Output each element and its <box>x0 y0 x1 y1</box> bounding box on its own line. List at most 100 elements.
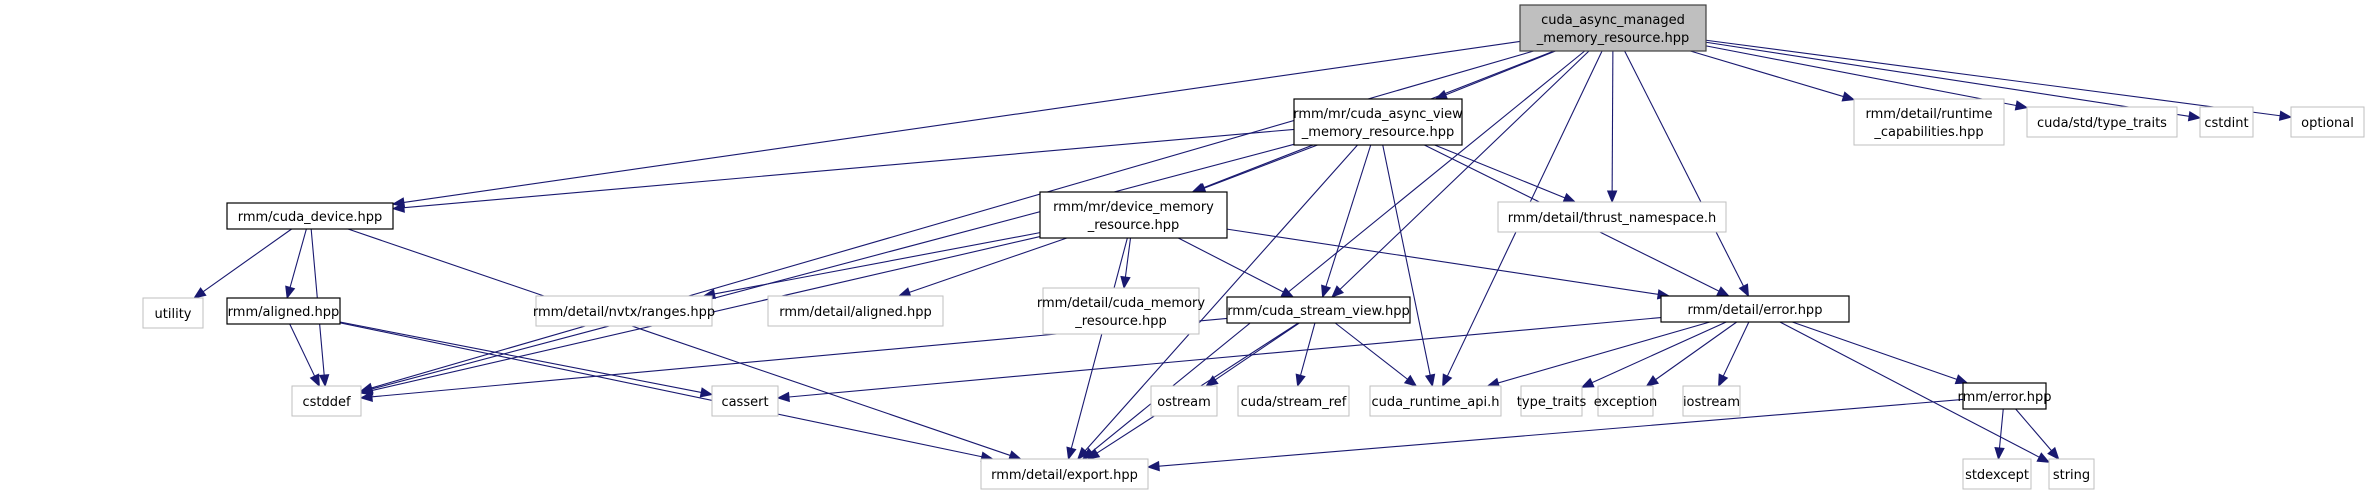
arrowhead-icon <box>1645 375 1660 387</box>
edge-line <box>339 322 982 458</box>
edge-line <box>1779 321 2040 458</box>
edge-line <box>1445 50 1556 96</box>
node-label: rmm/detail/runtime <box>1866 107 1993 122</box>
node-aligned[interactable]: rmm/aligned.hpp <box>226 297 341 325</box>
node-typetraits: type_traits <box>1517 385 1586 417</box>
node-label: rmm/detail/nvtx/ranges.hpp <box>533 305 715 320</box>
node-box <box>1520 385 1583 417</box>
node-label: rmm/detail/aligned.hpp <box>779 305 932 320</box>
node-label: cuda/stream_ref <box>1241 395 1347 410</box>
node-ostream: ostream <box>1150 385 1218 417</box>
edge-root-to-optional <box>1705 39 2293 121</box>
node-nvtx: rmm/detail/nvtx/ranges.hpp <box>533 295 715 327</box>
edge-root-to-cstdint <box>1705 41 2202 122</box>
edge-line <box>403 128 1295 209</box>
node-label: _resource.hpp <box>1074 314 1167 329</box>
edge-error-to-stdexcept <box>1994 408 2005 461</box>
arrowhead-icon <box>1331 285 1345 298</box>
arrowhead-icon <box>1295 373 1306 388</box>
node-optional: optional <box>2290 106 2365 138</box>
edge-line <box>1204 144 1318 189</box>
node-label: _memory_resource.hpp <box>1301 125 1454 140</box>
node-label: rmm/cuda_stream_view.hpp <box>1227 304 1410 319</box>
node-box <box>2048 458 2095 490</box>
node-streamref: cuda/stream_ref <box>1237 385 1350 417</box>
arrowhead-icon <box>285 285 296 300</box>
node-error[interactable]: rmm/error.hpp <box>1958 382 2052 410</box>
edge-aligned-to-export <box>339 322 994 462</box>
nodes-layer: cuda_async_managed_memory_resource.hpprm… <box>142 4 2365 490</box>
arrowhead-icon <box>1442 373 1453 388</box>
edge-line <box>1382 144 1431 376</box>
arrowhead-icon <box>1718 373 1729 388</box>
edge-root-to-rtcap <box>1690 50 1856 102</box>
edge-streamview-to-streamref <box>1295 322 1316 388</box>
edge-derror-to-exception <box>1645 321 1738 387</box>
edge-derror-to-iostream <box>1718 321 1750 388</box>
node-derror[interactable]: rmm/detail/error.hpp <box>1660 295 1850 323</box>
edge-line <box>1226 228 1659 295</box>
node-label: _resource.hpp <box>1087 218 1180 233</box>
edge-derror-to-cassert <box>776 317 1662 403</box>
arrowhead-icon <box>699 387 714 398</box>
arrowhead-icon <box>1424 373 1436 388</box>
edge-cudadev-to-utility <box>193 228 292 299</box>
edge-line <box>1792 321 1958 380</box>
node-box <box>1597 385 1654 417</box>
arrowhead-icon <box>1321 284 1332 299</box>
arrowhead-icon <box>1606 190 1618 204</box>
node-label: cuda/std/type_traits <box>2037 116 2167 131</box>
node-root[interactable]: cuda_async_managed_memory_resource.hpp <box>1519 4 1707 52</box>
node-cudadev[interactable]: rmm/cuda_device.hpp <box>226 202 394 230</box>
node-box <box>142 297 204 329</box>
node-stdexcept: stdexcept <box>1962 458 2032 490</box>
arrowhead-icon <box>2278 110 2293 121</box>
node-export: rmm/detail/export.hpp <box>980 458 1149 490</box>
node-cstddef: cstddef <box>291 385 362 417</box>
node-label: _capabilities.hpp <box>1873 125 1983 140</box>
edge-line <box>1070 237 1128 449</box>
arrowhead-icon <box>1954 374 1969 385</box>
node-label: ostream <box>1157 395 1211 410</box>
edge-line <box>1334 322 1408 380</box>
edge-aligned-to-cassert <box>339 321 714 398</box>
edge-aligned-to-cstddef <box>289 323 320 388</box>
edge-line <box>2015 408 2052 452</box>
arrowhead-icon <box>1086 448 1101 460</box>
node-label: rmm/detail/export.hpp <box>991 468 1138 483</box>
edge-view-to-devmr <box>1192 144 1318 193</box>
edges-layer <box>193 39 2293 472</box>
arrowhead-icon <box>1716 286 1730 297</box>
arrowhead-icon <box>1841 91 1856 102</box>
node-box <box>1853 98 2005 146</box>
node-devmr[interactable]: rmm/mr/device_memory_resource.hpp <box>1039 191 1228 239</box>
node-box <box>1497 201 1727 233</box>
node-iostream: iostream <box>1682 385 1741 417</box>
arrowhead-icon <box>1580 377 1595 388</box>
edge-line <box>1705 41 2190 117</box>
edge-line <box>1690 50 1844 98</box>
node-box <box>1039 191 1228 239</box>
node-streamview[interactable]: rmm/cuda_stream_view.hpp <box>1226 296 1411 324</box>
node-box <box>1962 382 2047 410</box>
arrowhead-icon <box>359 391 373 403</box>
edge-line <box>1655 321 1738 381</box>
node-box <box>291 385 362 417</box>
edge-line <box>202 228 292 293</box>
edge-devmr-to-daligned <box>897 237 1068 298</box>
node-cudamr: rmm/detail/cuda_memory_resource.hpp <box>1037 287 1205 335</box>
edge-error-to-export <box>1146 398 1964 472</box>
edge-line <box>1158 398 1964 467</box>
node-label: rmm/detail/error.hpp <box>1688 303 1823 318</box>
edge-line <box>1624 50 1744 287</box>
node-label: cstddef <box>302 395 351 410</box>
edge-derror-to-error <box>1792 321 1969 385</box>
node-box <box>711 385 779 417</box>
edge-root-to-derror <box>1624 50 1750 298</box>
node-view[interactable]: rmm/mr/cuda_async_view_memory_resource.h… <box>1293 98 1463 146</box>
arrowhead-icon <box>2047 446 2060 461</box>
node-box <box>1237 385 1350 417</box>
edge-view-to-cudadev <box>391 128 1295 213</box>
edge-line <box>1998 408 2004 449</box>
